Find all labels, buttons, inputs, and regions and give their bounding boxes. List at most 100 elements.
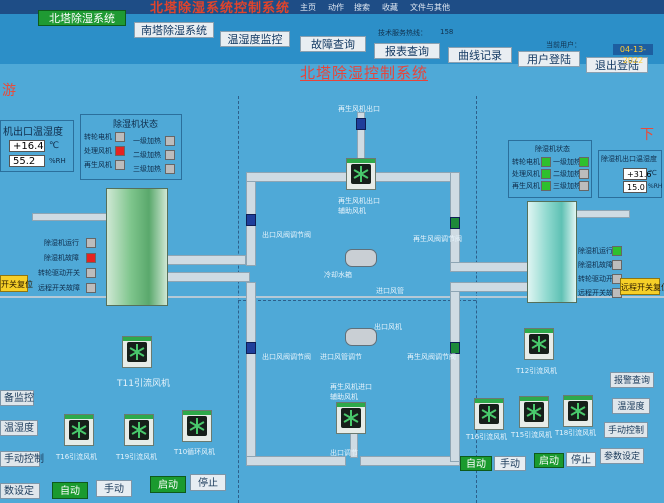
- unit-status-label: 除湿机故障: [44, 254, 79, 262]
- status-indicator: [165, 136, 175, 146]
- browser-actions-button[interactable]: 动作: [328, 3, 344, 12]
- unit-status-label: 远程开关故障: [578, 289, 620, 297]
- tab-fault-query[interactable]: 故障查询: [300, 36, 366, 52]
- fan-t11-label: T11引流风机: [117, 379, 170, 389]
- side-temp-humidity[interactable]: 温湿度: [0, 420, 38, 436]
- left-status-title: 除湿机状态: [113, 120, 159, 130]
- status-label: 二级加热: [553, 170, 581, 178]
- right-reset-button[interactable]: 远程开关复位: [620, 278, 664, 295]
- tab-logout[interactable]: 退出登陆: [586, 57, 648, 73]
- left-status-panel: 除湿机状态 转轮电机 处理风机 再生风机 一级加热 二级加热 三级加热: [80, 114, 182, 180]
- title-strip: 北塔除湿系统控制系统 主页 动作 搜索 收藏 文件与其他: [0, 0, 664, 16]
- pipe-top-right: [374, 172, 456, 182]
- tab-report-query[interactable]: 报表查询: [374, 43, 440, 59]
- left-outlet-humidity: 55.2: [9, 155, 45, 167]
- status-label: 处理风机: [84, 147, 112, 155]
- temp-unit: ℃: [649, 169, 657, 177]
- right-outlet-title: 除湿机出口温湿度: [601, 155, 657, 163]
- date-display: 04-13-2022: [613, 44, 653, 65]
- unit-status-indicator: [612, 260, 622, 270]
- right-outlet-temp: +31.6: [623, 168, 652, 180]
- left-outlet-temp: +16.4: [9, 140, 45, 152]
- browser-favorites-button[interactable]: 收藏: [382, 3, 398, 12]
- left-region-label: 游: [2, 83, 16, 99]
- fan-t12-icon[interactable]: [524, 328, 554, 360]
- fan-right-3-icon[interactable]: [563, 395, 593, 427]
- fan-t10-icon[interactable]: [182, 410, 212, 442]
- side-param-setting-right[interactable]: 参数设定: [600, 448, 644, 464]
- side-param-setting[interactable]: 数设定: [0, 483, 40, 499]
- damper-valve-icon[interactable]: [450, 342, 460, 354]
- pipe-left-out: [166, 255, 246, 265]
- fan-t11-icon[interactable]: [122, 336, 152, 368]
- fan-right-1-icon[interactable]: [474, 398, 504, 430]
- right-outlet-humidity: 15.0: [623, 181, 647, 193]
- side-manual-control-right[interactable]: 手动控制: [604, 422, 648, 438]
- left-reset-button[interactable]: 开关复位: [0, 275, 33, 292]
- hum-unit: %RH: [49, 157, 66, 165]
- tab-north-tower[interactable]: 北塔除湿系统: [38, 10, 126, 26]
- tab-temp-humidity[interactable]: 温湿度监控: [220, 31, 290, 47]
- label-left-valve-top: 出口风阀调节阀: [262, 231, 311, 239]
- left-auto-button[interactable]: 自动: [52, 482, 88, 499]
- pipe-bottom-right: [360, 456, 460, 466]
- label-bottom-fan: 再生风机进口 辅助风机: [330, 383, 372, 401]
- tab-user-login[interactable]: 用户登陆: [518, 51, 580, 67]
- status-label: 转轮电机: [84, 133, 112, 141]
- fan-t12-label: T12引流风机: [516, 367, 558, 375]
- current-user-label: 当前用户：: [546, 41, 581, 49]
- side-manual-control[interactable]: 手动控制: [0, 451, 44, 467]
- status-label: 一级加热: [133, 137, 161, 145]
- unit-status-indicator: [86, 268, 96, 278]
- regen-outlet-fan-icon[interactable]: [346, 158, 376, 190]
- left-manual-button[interactable]: 手动: [96, 480, 132, 497]
- top-nav: 北塔除湿系统 南塔除湿系统 温湿度监控 故障查询 报表查询 曲线记录 用户登陆 …: [0, 10, 664, 73]
- label-left-valve-bottom: 出口风阀调节阀: [262, 353, 311, 361]
- label-right-valve-bottom: 再生风阀调节阀: [407, 353, 456, 361]
- browser-search-button[interactable]: 搜索: [354, 3, 370, 12]
- pipe-bottom-left: [246, 456, 346, 466]
- right-outlet-panel: 除湿机出口温湿度 +31.6 ℃ 15.0 %RH: [598, 150, 662, 198]
- right-stop-button[interactable]: 停止: [566, 452, 596, 467]
- browser-home-button[interactable]: 主页: [300, 3, 316, 12]
- status-indicator: [579, 181, 589, 191]
- label-tank-top: 冷却水箱: [324, 271, 352, 279]
- left-start-button[interactable]: 启动: [150, 476, 186, 493]
- right-auto-button[interactable]: 自动: [460, 456, 492, 471]
- guide-line: [238, 96, 239, 503]
- label-top-fan: 再生风机出口 辅助风机: [338, 197, 380, 215]
- damper-valve-icon[interactable]: [450, 217, 460, 229]
- tank-icon: [345, 328, 377, 346]
- left-outlet-panel: 机出口温湿度 +16.4 ℃ 55.2 %RH: [0, 120, 74, 172]
- left-stop-button[interactable]: 停止: [190, 474, 226, 491]
- fan-t19-icon[interactable]: [124, 414, 154, 446]
- hum-unit: %RH: [648, 183, 663, 190]
- side-alarm-query[interactable]: 报警查询: [610, 372, 654, 388]
- pipe-right-outlet: [574, 210, 630, 218]
- unit-body: [527, 201, 577, 303]
- side-temp-humidity-right[interactable]: 温湿度: [612, 398, 650, 414]
- tab-curve-record[interactable]: 曲线记录: [448, 47, 512, 63]
- left-dehumidifier-unit[interactable]: [106, 188, 168, 306]
- fan-right-2-icon[interactable]: [519, 396, 549, 428]
- status-label: 再生风机: [84, 161, 112, 169]
- fan-t16-icon[interactable]: [64, 414, 94, 446]
- label-tank-bottom: 进口风管调节: [320, 353, 362, 361]
- status-indicator: [541, 157, 551, 167]
- right-manual-button[interactable]: 手动: [494, 456, 526, 471]
- fan-t10-label: T10循环风机: [174, 448, 216, 456]
- browser-files-button[interactable]: 文件与其他: [410, 3, 450, 12]
- unit-status-indicator: [86, 283, 96, 293]
- unit-status-label: 除湿机运行: [578, 247, 613, 255]
- damper-valve-icon[interactable]: [356, 118, 366, 130]
- damper-valve-icon[interactable]: [246, 214, 256, 226]
- pipe-right-down: [450, 282, 460, 462]
- right-dehumidifier-unit[interactable]: [527, 201, 577, 303]
- label-bottom-fan-2: 出口调节: [330, 449, 358, 457]
- status-label: 三级加热: [133, 165, 161, 173]
- damper-valve-icon[interactable]: [246, 342, 256, 354]
- right-start-button[interactable]: 启动: [534, 453, 564, 468]
- side-equipment-monitor[interactable]: 备监控: [0, 390, 34, 406]
- regen-inlet-fan-icon[interactable]: [336, 402, 366, 434]
- tab-south-tower[interactable]: 南塔除湿系统: [134, 22, 214, 38]
